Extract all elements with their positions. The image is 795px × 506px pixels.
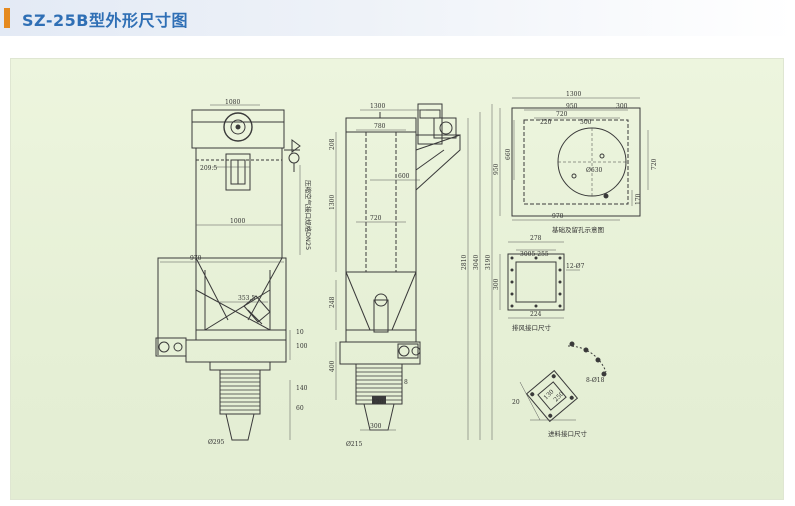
front-view <box>155 104 301 441</box>
side-dim-diameter: Ø215 <box>346 441 363 448</box>
feed-dim-holes: 8-Ø18 <box>586 377 605 384</box>
feed-dim-20: 20 <box>512 399 520 406</box>
foundation-dim-950: 950 <box>566 103 578 110</box>
foundation-dim-300: 300 <box>616 103 628 110</box>
side-dim-3040: 3040 <box>473 255 480 270</box>
side-dim-208: 208 <box>329 138 336 150</box>
foundation-view <box>499 97 649 221</box>
exhaust-dim-300: 300 <box>493 278 500 290</box>
front-vertical-note: 压缩空气接口规格DN25 <box>304 180 313 250</box>
foundation-caption: 基础及留孔示意图 <box>552 225 604 234</box>
feed-caption: 进料接口尺寸 <box>548 429 588 438</box>
foundation-dim-720: 720 <box>556 111 568 118</box>
side-dim-1300v: 1300 <box>329 195 336 210</box>
exhaust-dim-range: 3005-255 <box>520 251 549 258</box>
front-dim-209: 209.5 <box>200 165 217 172</box>
side-dim-248: 248 <box>329 296 336 308</box>
foundation-dim-300b: 300 <box>580 119 592 126</box>
side-dim-400: 400 <box>329 360 336 372</box>
foundation-dim-660: 660 <box>505 148 512 160</box>
side-dim-120: 120 <box>372 399 384 406</box>
front-dim-10: 10 <box>296 329 304 336</box>
foundation-dim-220: 220 <box>540 119 552 126</box>
side-dim-8: 8 <box>404 379 408 386</box>
front-dim-1000: 1000 <box>230 218 245 225</box>
feed-dim-250: 250 <box>552 390 565 403</box>
side-dim-300: 300 <box>370 423 382 430</box>
front-dim-140: 140 <box>296 385 308 392</box>
side-dim-780: 780 <box>374 123 386 130</box>
foundation-dim-720v: 720 <box>651 158 658 170</box>
front-dim-diameter: Ø295 <box>208 439 225 446</box>
front-dim-353: 353.5 <box>238 295 255 302</box>
foundation-dim-diameter: Ø630 <box>586 167 603 174</box>
side-dim-3190: 3190 <box>485 255 492 270</box>
front-dim-970: 970 <box>190 255 202 262</box>
exhaust-port-view <box>499 241 580 319</box>
exhaust-dim-holes: 12-Ø7 <box>566 263 585 270</box>
side-dim-720: 720 <box>370 215 382 222</box>
side-dim-top: 1300 <box>370 103 385 110</box>
page-title: SZ-25B型外形尺寸图 <box>22 11 188 30</box>
front-dim-top: 1080 <box>225 99 240 106</box>
foundation-dim-970: 970 <box>552 213 564 220</box>
side-dim-600: 600 <box>398 173 410 180</box>
exhaust-dim-278: 278 <box>530 235 542 242</box>
front-dim-100: 100 <box>296 343 308 350</box>
side-dim-2810: 2810 <box>461 255 468 270</box>
side-view <box>335 103 493 440</box>
title-accent-bar <box>4 8 10 28</box>
foundation-dim-1300: 1300 <box>566 91 581 98</box>
front-dim-60: 60 <box>296 405 304 412</box>
exhaust-caption: 排风接口尺寸 <box>512 323 552 332</box>
foundation-dim-950v: 950 <box>493 163 500 175</box>
header-bar: SZ-25B型外形尺寸图 <box>0 0 795 36</box>
exhaust-dim-224: 224 <box>530 311 542 318</box>
feed-port-view <box>519 341 607 423</box>
foundation-dim-170: 170 <box>635 193 642 205</box>
